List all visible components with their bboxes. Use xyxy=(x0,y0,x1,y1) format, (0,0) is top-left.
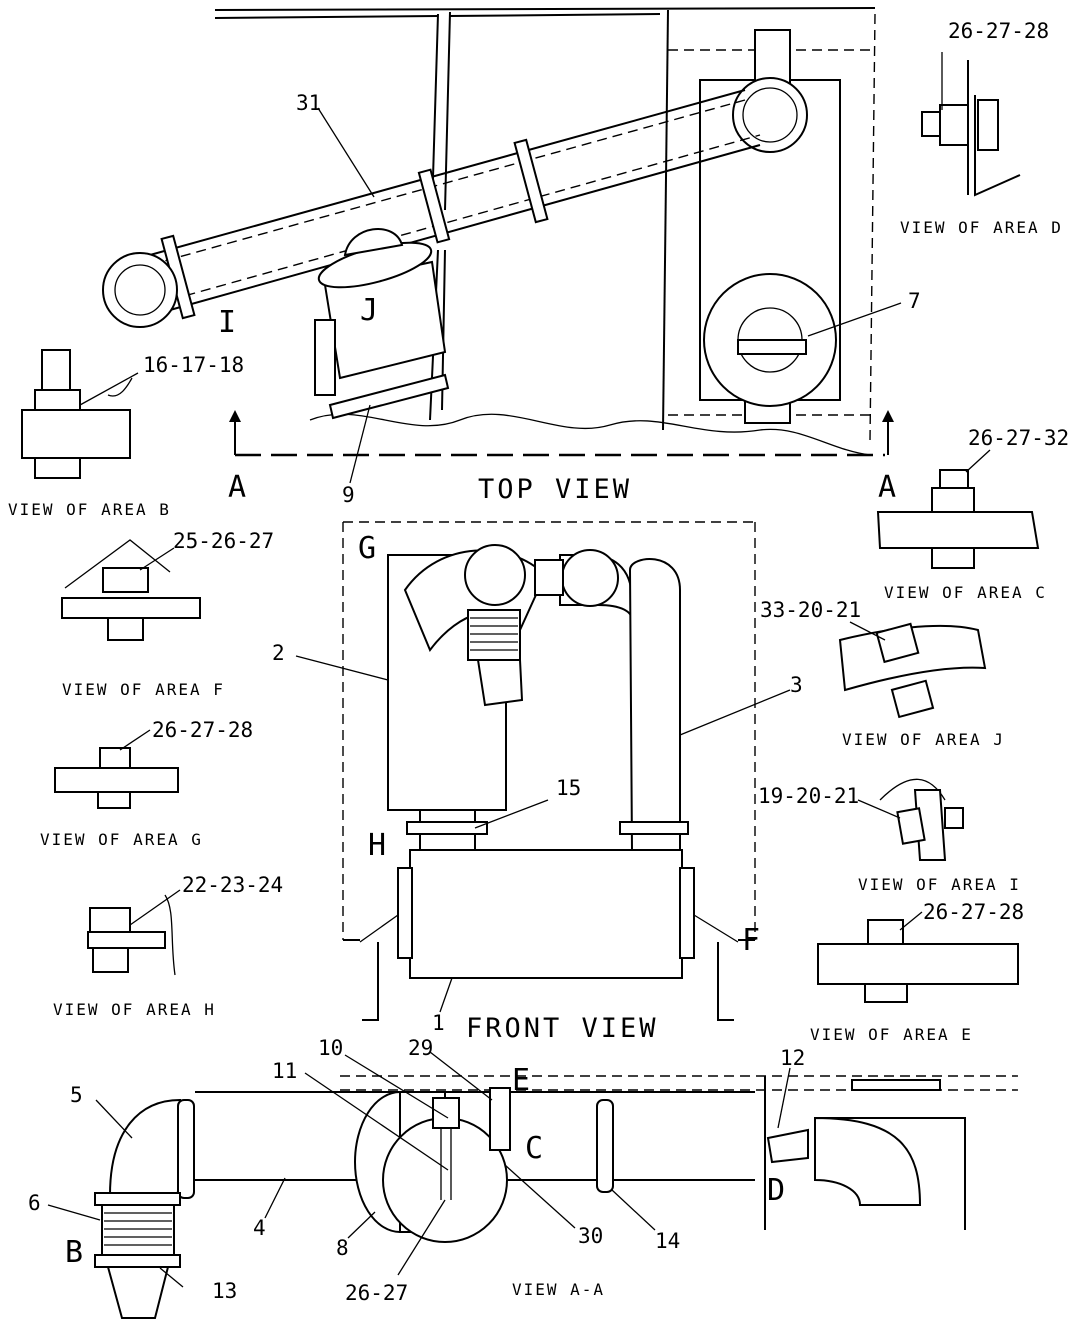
caption-area-h: VIEW OF AREA H xyxy=(53,1000,216,1019)
callout-1: 1 xyxy=(432,1011,445,1035)
caption-area-i: VIEW OF AREA I xyxy=(858,875,1021,894)
callout-5: 5 xyxy=(70,1083,83,1107)
area-f-detail: 25-26-27 VIEW OF AREA F xyxy=(61,529,274,699)
area-letter-c: C xyxy=(525,1131,543,1166)
view-a-a: 5 6 4 8 11 10 29 30 14 13 26-27 12 B E C… xyxy=(28,1036,1018,1319)
top-view: 31 7 9 I J A A TOP VIEW xyxy=(102,7,921,507)
caption-area-b: VIEW OF AREA B xyxy=(8,500,171,519)
callout-13: 13 xyxy=(212,1279,237,1303)
caption-area-e: VIEW OF AREA E xyxy=(810,1025,973,1044)
callout-area-d: 26-27-28 xyxy=(948,19,1049,43)
area-letter-j: J xyxy=(360,293,378,328)
caption-area-d: VIEW OF AREA D xyxy=(900,218,1063,237)
callout-area-f: 25-26-27 xyxy=(173,529,274,553)
callout-area-c: 26-27-32 xyxy=(968,426,1069,450)
caption-area-f: VIEW OF AREA F xyxy=(62,680,225,699)
callout-4: 4 xyxy=(253,1216,266,1240)
area-e-detail: 26-27-28 VIEW OF AREA E xyxy=(810,900,1024,1044)
area-h-detail: 22-23-24 VIEW OF AREA H xyxy=(53,873,283,1019)
callout-area-i: 19-20-21 xyxy=(758,784,859,808)
front-view: 2 3 15 1 G H F FRONT VIEW xyxy=(272,521,803,1044)
callout-2: 2 xyxy=(272,641,285,665)
section-letter-a-right: A xyxy=(878,470,896,505)
area-letter-e: E xyxy=(512,1063,530,1098)
callout-12: 12 xyxy=(780,1046,805,1070)
callout-7: 7 xyxy=(908,289,921,313)
callout-area-g: 26-27-28 xyxy=(152,718,253,742)
area-i-detail: 19-20-21 VIEW OF AREA I xyxy=(758,778,1021,894)
callout-area-j: 33-20-21 xyxy=(760,598,861,622)
area-letter-h: H xyxy=(368,828,386,863)
area-g-detail: 26-27-28 VIEW OF AREA G xyxy=(40,718,253,849)
callout-area-e: 26-27-28 xyxy=(923,900,1024,924)
section-letter-a-left: A xyxy=(228,470,246,505)
callout-29: 29 xyxy=(408,1036,433,1060)
callout-9: 9 xyxy=(342,483,355,507)
callout-15: 15 xyxy=(556,776,581,800)
callout-area-h: 22-23-24 xyxy=(182,873,283,897)
area-letter-g: G xyxy=(358,531,376,566)
callout-30: 30 xyxy=(578,1224,603,1248)
area-c-detail: 26-27-32 VIEW OF AREA C xyxy=(876,426,1069,602)
caption-area-j: VIEW OF AREA J xyxy=(842,730,1005,749)
callout-31: 31 xyxy=(296,91,321,115)
area-j-detail: 33-20-21 VIEW OF AREA J xyxy=(760,598,1005,749)
callout-10: 10 xyxy=(318,1036,343,1060)
front-view-title: FRONT VIEW xyxy=(466,1013,659,1044)
area-b-detail: 16-17-18 VIEW OF AREA B xyxy=(8,349,244,519)
callout-14: 14 xyxy=(655,1229,680,1253)
caption-area-c: VIEW OF AREA C xyxy=(884,583,1047,602)
callout-11: 11 xyxy=(272,1059,297,1083)
area-letter-d: D xyxy=(767,1173,785,1208)
area-letter-i: I xyxy=(218,305,236,340)
callout-area-b: 16-17-18 xyxy=(143,353,244,377)
area-letter-b: B xyxy=(65,1235,83,1270)
top-view-title: TOP VIEW xyxy=(478,474,632,505)
area-d-detail: 26-27-28 VIEW OF AREA D xyxy=(900,19,1063,237)
view-a-a-title: VIEW A-A xyxy=(512,1280,605,1299)
area-letter-f: F xyxy=(742,923,760,958)
callout-26-27: 26-27 xyxy=(345,1281,408,1305)
callout-3: 3 xyxy=(790,673,803,697)
callout-8: 8 xyxy=(336,1236,349,1260)
callout-6: 6 xyxy=(28,1191,41,1215)
caption-area-g: VIEW OF AREA G xyxy=(40,830,203,849)
